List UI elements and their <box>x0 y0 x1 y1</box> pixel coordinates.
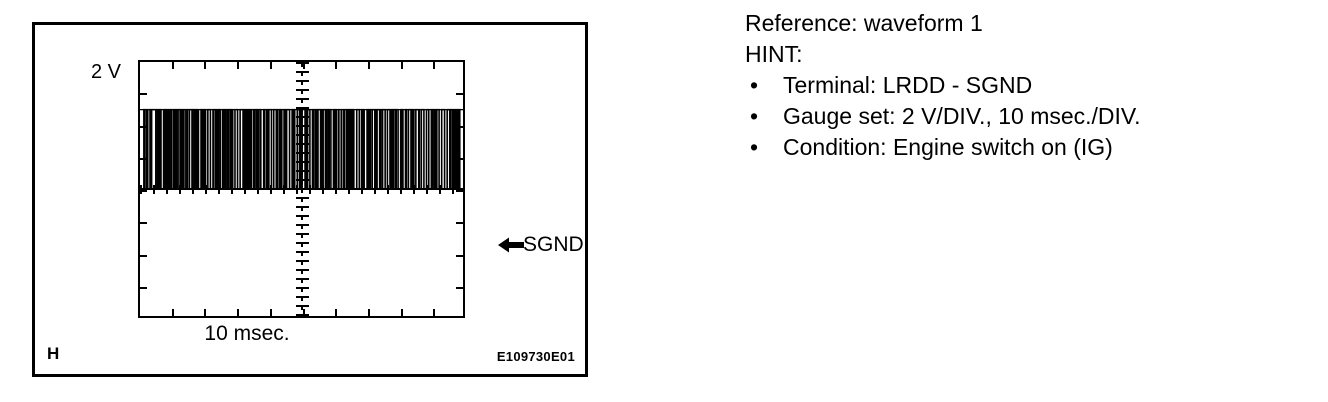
sgnd-callout: SGND <box>498 233 584 257</box>
axis-tick <box>140 254 147 257</box>
waveform-figure-box: 2 V 10 msec. SGND H E109730E01 <box>32 22 588 377</box>
hint-item-label: Condition: Engine switch on (IG) <box>783 134 1113 160</box>
axis-tick <box>140 222 147 225</box>
axis-tick <box>367 309 370 316</box>
axis-tick <box>456 286 463 289</box>
axis-tick <box>456 93 463 96</box>
figure-code-label: E109730E01 <box>496 349 575 364</box>
axis-tick <box>456 254 463 257</box>
bullet-icon: • <box>750 134 759 160</box>
axis-tick <box>140 125 147 128</box>
axis-tick <box>400 62 403 69</box>
axis-tick <box>140 93 147 96</box>
hint-heading: HINT: <box>745 41 803 67</box>
axis-tick <box>302 62 305 69</box>
axis-tick <box>237 309 240 316</box>
hint-item-condition: • Condition: Engine switch on (IG) <box>745 132 1315 163</box>
axis-tick <box>204 309 207 316</box>
axis-tick <box>456 222 463 225</box>
axis-tick <box>171 62 174 69</box>
hint-text-panel: Reference: waveform 1 HINT: • Terminal: … <box>745 8 1315 163</box>
hint-item-gauge-set: • Gauge set: 2 V/DIV., 10 msec./DIV. <box>745 101 1315 132</box>
axis-tick <box>302 309 305 316</box>
axis-tick <box>456 157 463 160</box>
axis-tick <box>433 62 436 69</box>
sgnd-label: SGND <box>523 233 584 256</box>
waveform-path <box>144 110 463 189</box>
bullet-icon: • <box>750 72 759 98</box>
axis-tick <box>140 286 147 289</box>
axis-tick <box>335 309 338 316</box>
axis-tick <box>140 157 147 160</box>
axis-tick <box>456 190 463 192</box>
axis-tick <box>269 309 272 316</box>
reference-line: Reference: waveform 1 <box>745 10 983 36</box>
axis-tick <box>171 309 174 316</box>
bullet-icon: • <box>750 103 759 129</box>
figure-corner-label: H <box>47 344 60 363</box>
axis-tick <box>335 62 338 69</box>
axis-tick <box>400 309 403 316</box>
x-axis-label: 10 msec. <box>204 322 290 345</box>
hint-item-terminal: • Terminal: LRDD - SGND <box>745 70 1315 101</box>
hint-item-label: Gauge set: 2 V/DIV., 10 msec./DIV. <box>783 103 1141 129</box>
axis-tick <box>433 309 436 316</box>
hint-item-label: Terminal: LRDD - SGND <box>783 72 1033 98</box>
axis-tick <box>269 62 272 69</box>
waveform-trace <box>140 62 463 316</box>
oscilloscope-plot <box>138 60 465 318</box>
y-axis-label: 2 V <box>91 61 122 83</box>
axis-tick <box>367 62 370 69</box>
axis-tick <box>456 125 463 128</box>
axis-tick <box>140 190 147 192</box>
axis-tick <box>237 62 240 69</box>
left-arrow-icon <box>498 237 524 253</box>
axis-tick <box>204 62 207 69</box>
